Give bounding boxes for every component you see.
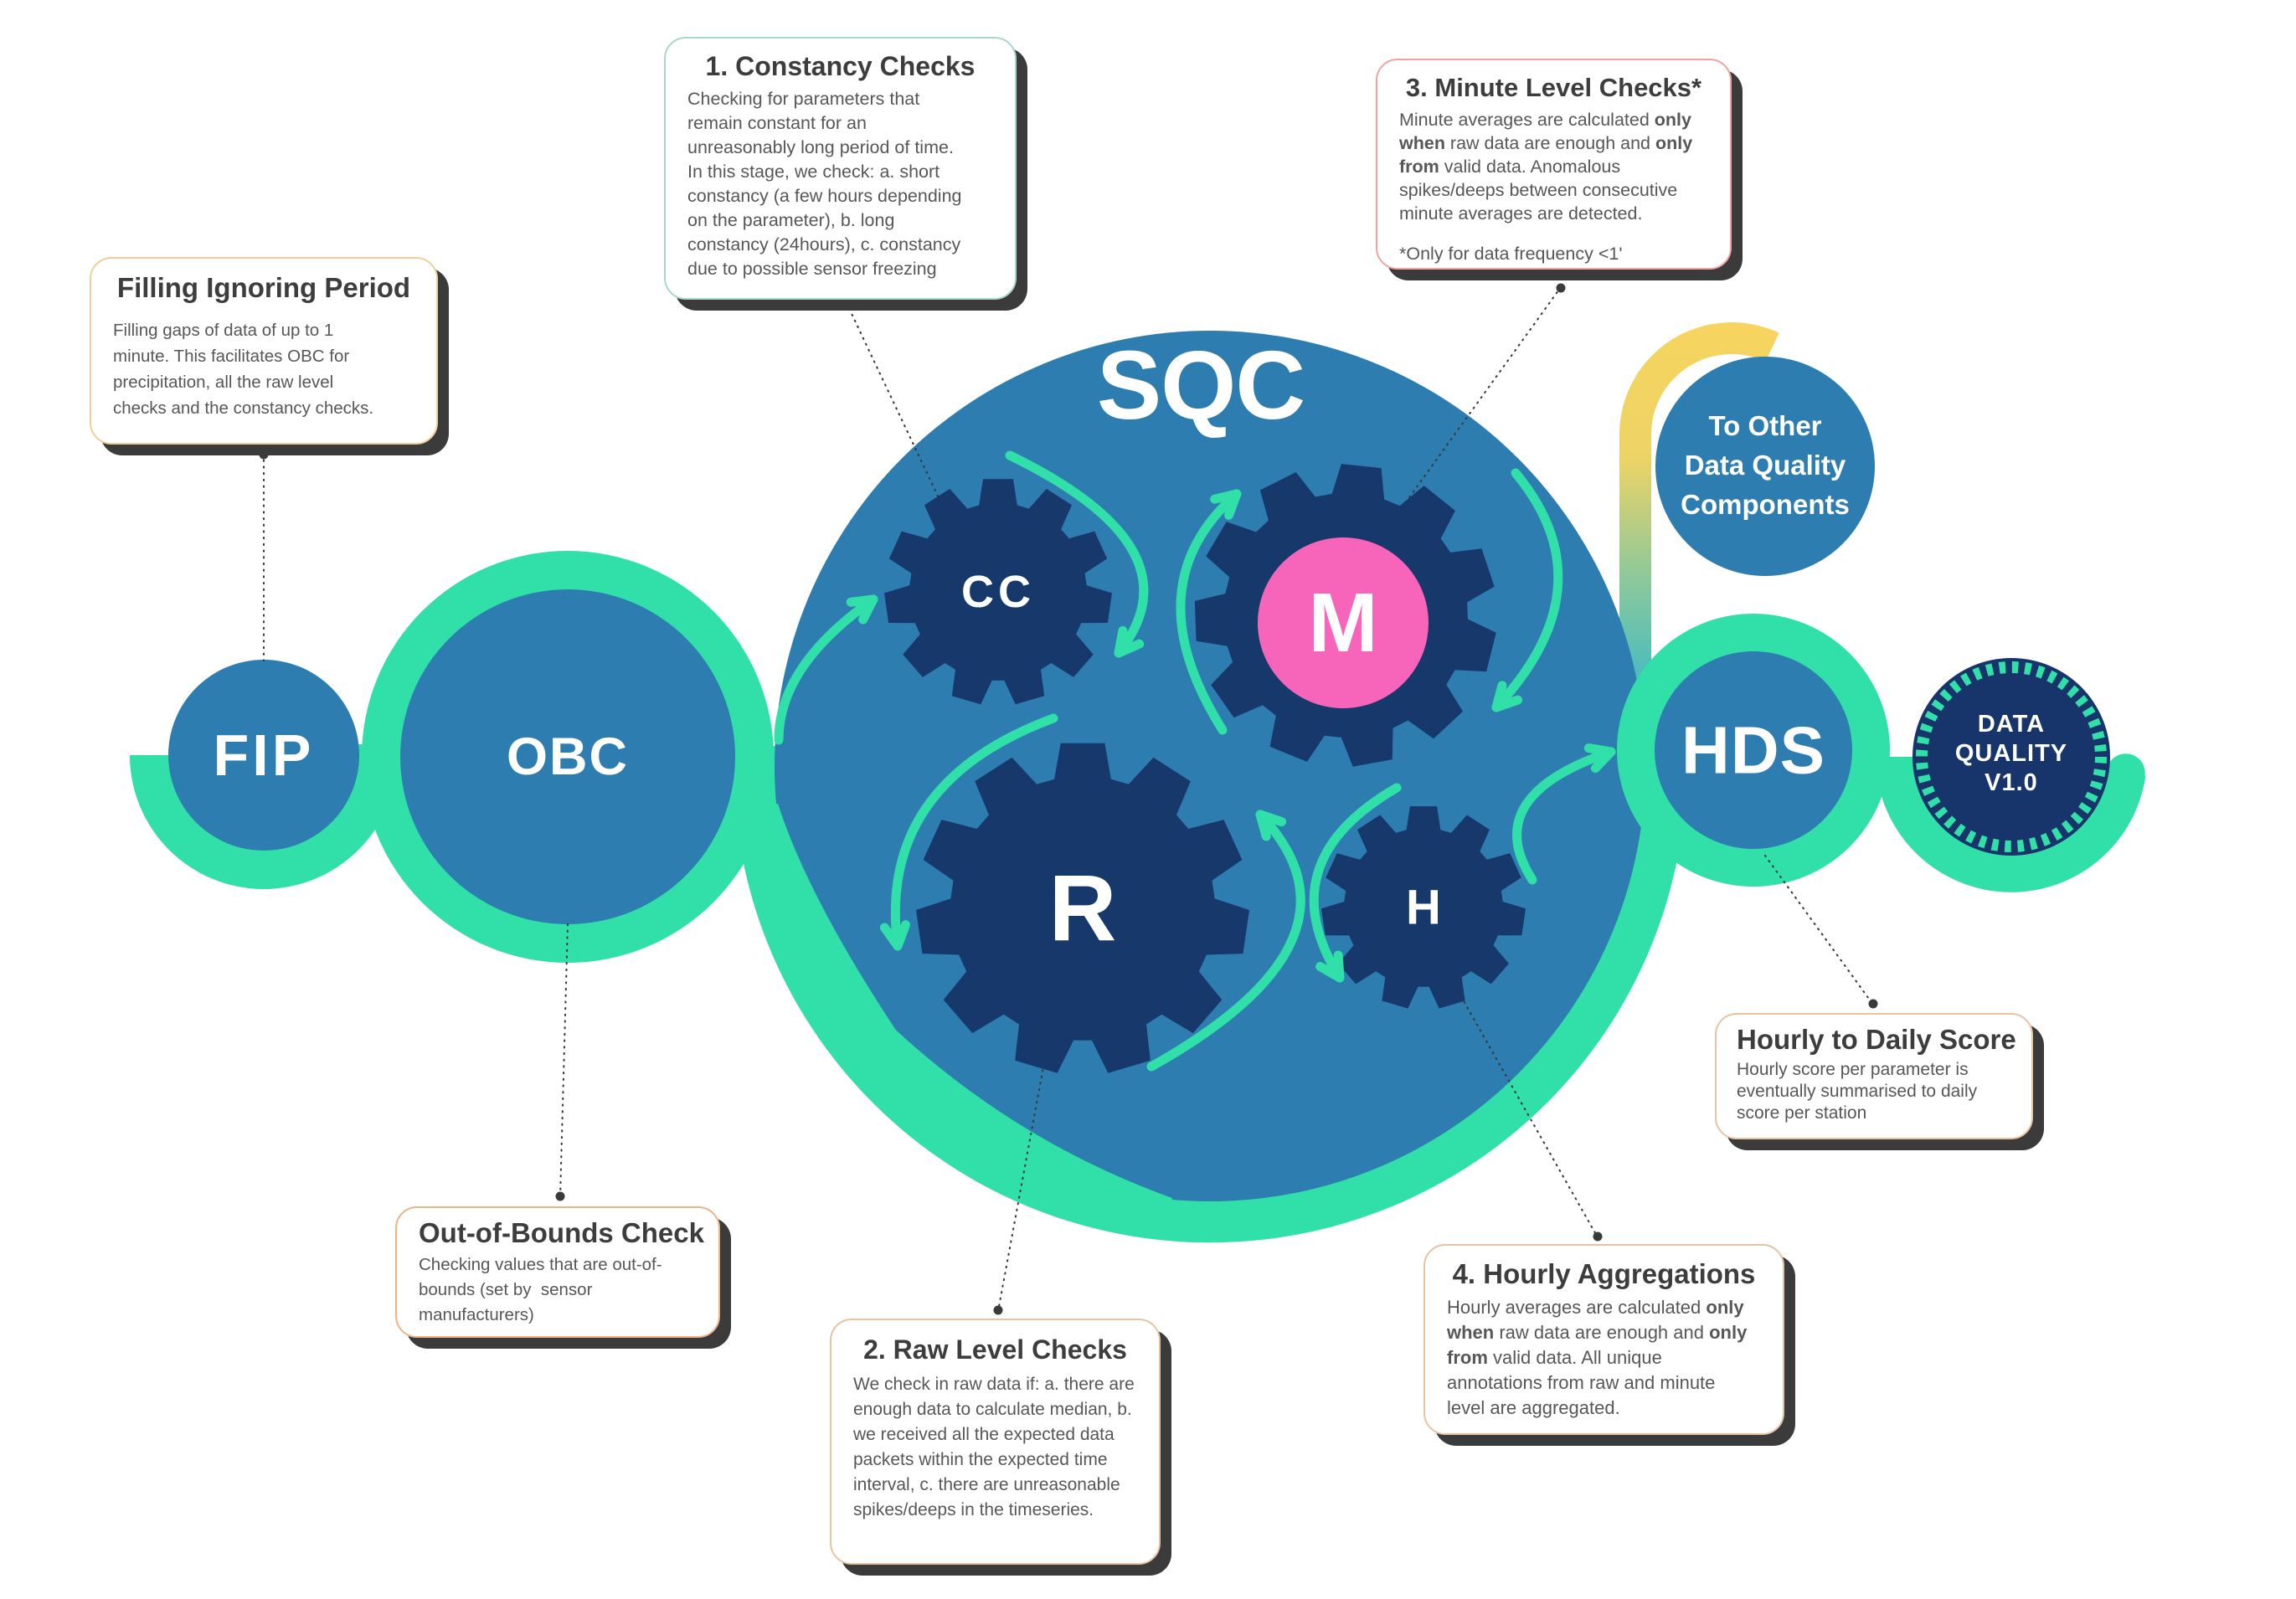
svg-text:V1.0: V1.0 [1985, 769, 2038, 796]
svg-text:Data Quality: Data Quality [1685, 450, 1846, 481]
svg-text:HDS: HDS [1681, 713, 1825, 788]
svg-text:H: H [1406, 881, 1441, 935]
svg-text:Components: Components [1681, 489, 1850, 520]
svg-text:R: R [1049, 856, 1117, 961]
svg-text:FIP: FIP [214, 722, 315, 788]
svg-text:CC: CC [961, 567, 1035, 617]
svg-text:OBC: OBC [507, 728, 629, 786]
svg-text:To Other: To Other [1708, 410, 1821, 441]
svg-text:QUALITY: QUALITY [1955, 740, 2067, 767]
svg-text:DATA: DATA [1978, 711, 2045, 738]
svg-text:M: M [1308, 576, 1377, 670]
svg-text:SQC: SQC [1097, 331, 1305, 440]
